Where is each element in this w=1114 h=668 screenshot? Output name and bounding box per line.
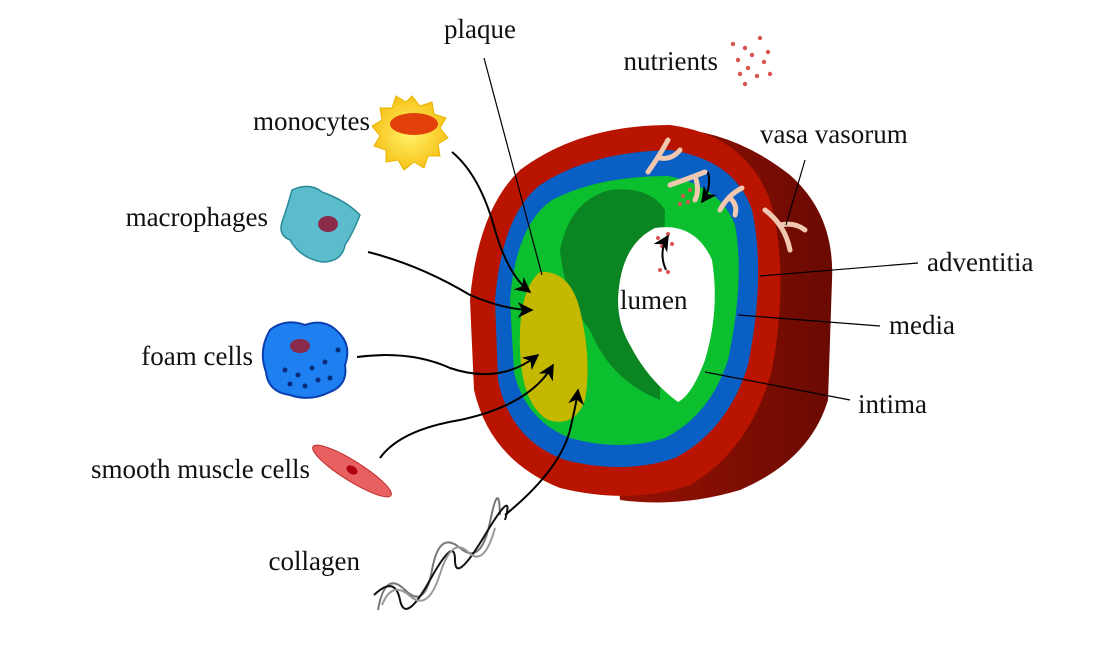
label-smooth-muscle-cells: smooth muscle cells: [91, 454, 310, 484]
leader-lines: [483, 57, 919, 401]
label-monocytes: monocytes: [253, 106, 370, 136]
artery-cross-section: [470, 125, 833, 503]
arrows: [356, 151, 717, 516]
arrow-smooth-muscle: [379, 363, 554, 459]
vasa-vasorum-vessels: [645, 137, 808, 253]
label-vasa-vasorum: vasa vasorum: [760, 119, 908, 149]
foam-cell-icon: [261, 321, 349, 399]
label-media: media: [889, 310, 955, 340]
label-lumen: lumen: [620, 285, 688, 315]
label-nutrients: nutrients: [624, 46, 719, 76]
smooth-muscle-cell-icon: [312, 444, 392, 498]
leader-adventitia: [759, 262, 919, 277]
arrow-nutrients-in: [701, 171, 717, 204]
leader-media: [737, 314, 881, 327]
lumen: [618, 227, 715, 402]
label-intima: intima: [858, 389, 927, 419]
leader-plaque: [483, 57, 543, 276]
leader-intima: [704, 371, 851, 401]
label-macrophages: macrophages: [126, 202, 268, 232]
monocyte-icon: [371, 95, 449, 171]
arrow-monocytes: [451, 151, 532, 293]
label-plaque: plaque: [444, 14, 516, 44]
arrow-foam-cells: [356, 354, 540, 376]
arrow-macrophages: [367, 251, 534, 318]
macrophage-icon: [280, 185, 361, 263]
label-collagen: collagen: [269, 546, 361, 576]
label-adventitia: adventitia: [927, 247, 1033, 277]
arrow-collagen: [504, 388, 585, 516]
arrow-lumen: [653, 234, 669, 271]
label-foam-cells: foam cells: [141, 341, 253, 371]
leader-vasa-vasorum: [785, 159, 806, 226]
collagen-helix-icon: [373, 497, 509, 611]
